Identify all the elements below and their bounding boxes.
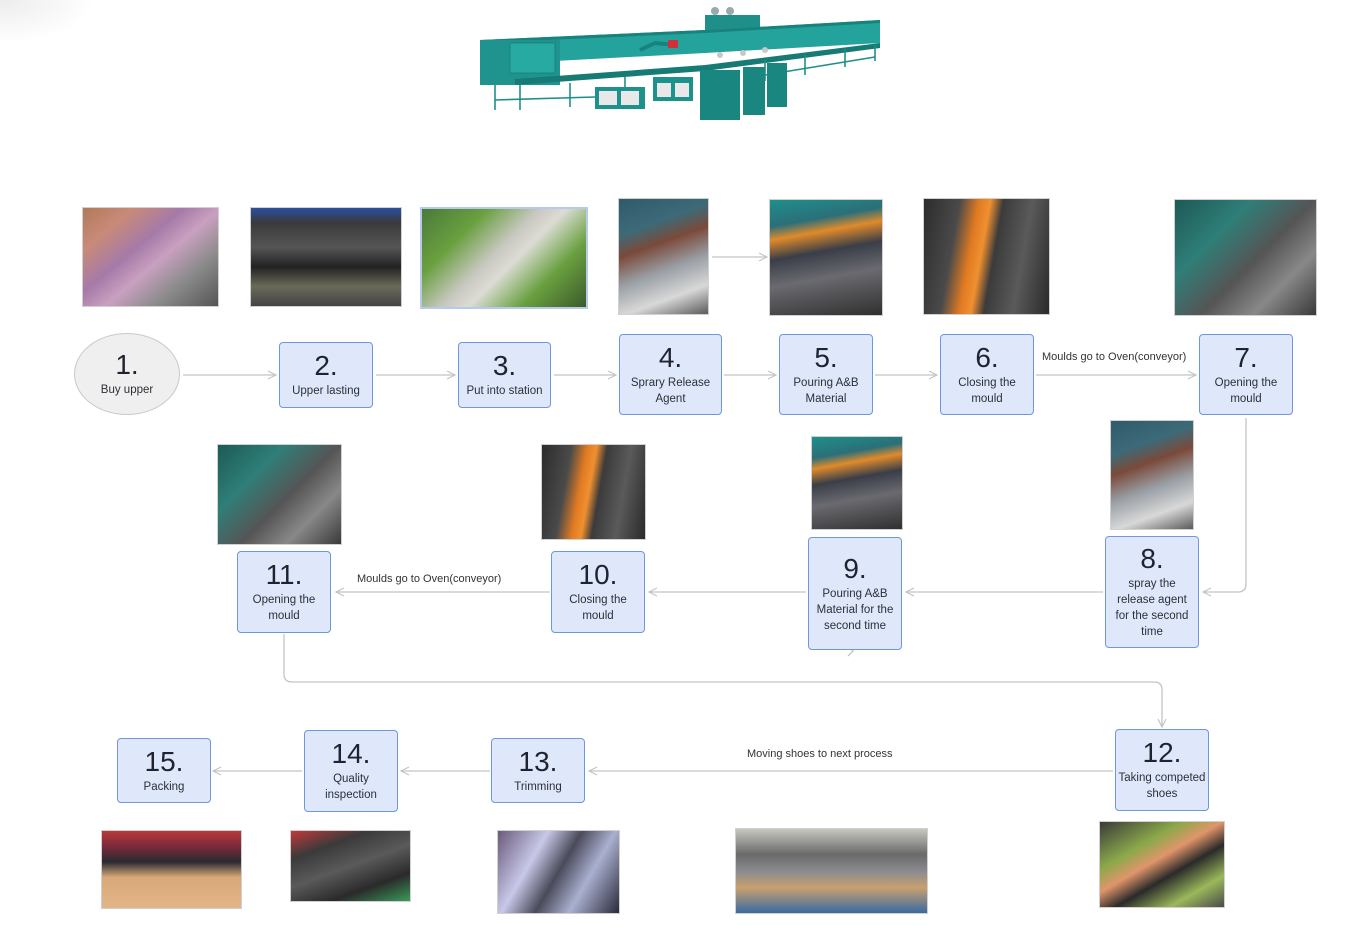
spray-agent-photo: [618, 198, 709, 315]
step-7-opening-mould[interactable]: 7. Opening the mould: [1199, 334, 1293, 415]
step-number: 5.: [814, 341, 838, 373]
moving-shoes-photo: [735, 828, 928, 914]
opening-photo: [1174, 199, 1317, 316]
edge-label-moulds-to-oven-2: Moulds go to Oven(conveyor): [357, 573, 502, 585]
step-label: Upper lasting: [292, 385, 360, 397]
step-label: Opening the mould: [252, 594, 316, 622]
taking-shoes-photo: [1099, 821, 1225, 908]
step-label: Trimming: [514, 780, 562, 793]
step-10-closing-mould[interactable]: 10. Closing the mould: [551, 551, 645, 633]
step-number: 1.: [115, 349, 139, 380]
quality-photo: [290, 830, 411, 902]
step-label: Taking competed shoes: [1118, 772, 1206, 800]
step-13-trimming[interactable]: 13. Trimming: [491, 738, 585, 803]
step-number: 12.: [1142, 737, 1182, 768]
closing-second-photo: [541, 444, 646, 540]
step-label: Sprary Release Agent: [630, 376, 711, 405]
step-14-quality-inspection[interactable]: 14. Quality inspection: [304, 730, 398, 812]
step-6-closing-mould[interactable]: 6. Closing the mould: [940, 334, 1034, 415]
step-number: 4.: [658, 341, 683, 373]
step-4-spray-release-agent[interactable]: 4. Sprary Release Agent: [619, 334, 722, 415]
step-5-pouring-material[interactable]: 5. Pouring A&B Material: [779, 334, 873, 415]
step-number: 7.: [1234, 341, 1258, 373]
step-number: 13.: [518, 745, 558, 777]
step-label: Closing the mould: [958, 376, 1016, 405]
spray-second-photo: [1110, 420, 1194, 530]
pouring-second-photo: [811, 436, 903, 530]
step-12-taking-completed-shoes[interactable]: 12. Taking competed shoes: [1115, 729, 1209, 811]
step-number: 2.: [314, 350, 338, 381]
step-number: 9.: [843, 552, 867, 584]
step-1-buy-upper[interactable]: 1. Buy upper: [74, 333, 180, 415]
edge-label-moving-shoes: Moving shoes to next process: [747, 748, 893, 760]
step-label: Pouring A&B Material for the second time: [816, 587, 894, 632]
step-11-opening-mould[interactable]: 11. Opening the mould: [237, 551, 331, 633]
pouring-photo: [769, 199, 883, 316]
step-2-upper-lasting[interactable]: 2. Upper lasting: [279, 342, 373, 408]
step-8-spray-release-agent-second[interactable]: 8. spray the release agent for the secon…: [1105, 536, 1199, 648]
step-number: 8.: [1140, 543, 1164, 574]
corner-shadow: [0, 0, 90, 40]
buy-upper-photo: [82, 207, 219, 307]
step-number: 3.: [492, 350, 517, 381]
step-number: 14.: [331, 738, 371, 769]
put-station-photo: [420, 207, 588, 309]
step-15-packing[interactable]: 15. Packing: [117, 738, 211, 803]
step-number: 11.: [265, 559, 303, 590]
edge-label-moulds-to-oven-1: Moulds go to Oven(conveyor): [1042, 351, 1187, 363]
upper-lasting-photo: [250, 207, 402, 307]
step-label: spray the release agent for the second t…: [1115, 578, 1189, 638]
step-label: Closing the mould: [569, 594, 627, 622]
step-9-pouring-material-second[interactable]: 9. Pouring A&B Material for the second t…: [808, 537, 902, 650]
closing-photo: [923, 198, 1050, 315]
step-number: 15.: [144, 745, 184, 777]
step-label: Packing: [143, 780, 185, 793]
step-number: 6.: [975, 341, 999, 373]
step-label: Quality inspection: [325, 773, 377, 801]
production-line-machine-image: [480, 7, 880, 120]
packing-photo: [101, 830, 242, 909]
step-3-put-into-station[interactable]: 3. Put into station: [458, 342, 551, 408]
trimming-photo: [497, 830, 620, 914]
step-label: Buy upper: [100, 384, 154, 396]
opening-second-photo: [217, 444, 342, 545]
step-number: 10.: [578, 559, 618, 590]
step-label: Opening the mould: [1214, 376, 1278, 405]
step-label: Put into station: [466, 385, 543, 397]
step-label: Pouring A&B Material: [793, 376, 859, 405]
